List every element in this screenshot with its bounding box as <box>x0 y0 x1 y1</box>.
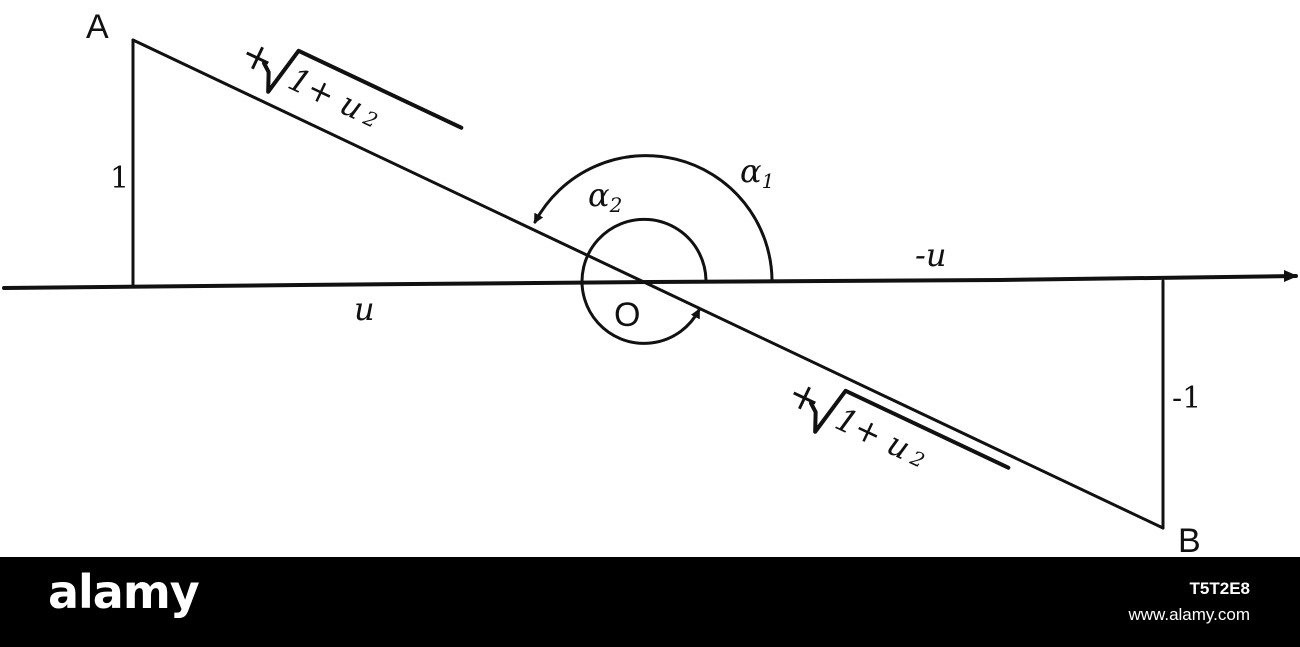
lower-hypotenuse-expression: + 1+ u2 <box>781 370 1011 473</box>
image-id-text: T5T2E8 <box>1189 579 1250 598</box>
upper-radical-sign <box>261 48 464 130</box>
alpha1-label: α1 <box>740 152 774 193</box>
lower-plus-sign: + <box>781 370 829 423</box>
upper-hypotenuse-expression: + 1+ u2 <box>234 30 464 136</box>
point-o-label: O <box>614 296 640 334</box>
alpha2-label: α2 <box>588 176 622 217</box>
point-a-label: A <box>86 8 109 46</box>
right-base-label: -u <box>915 236 946 274</box>
right-leg-label: -1 <box>1172 381 1201 416</box>
point-b-label: B <box>1178 522 1201 557</box>
upper-plus-sign: + <box>234 30 282 83</box>
angle-arc-alpha1 <box>533 154 774 282</box>
lower-radical-sign <box>808 388 1011 470</box>
geometry-diagram: A B O 1 -1 u -u α1 α2 + 1+ u2 + 1+ u2 <box>2 8 1298 557</box>
angle-arc-alpha2 <box>580 217 708 345</box>
left-base-label: u <box>354 290 375 328</box>
upper-radicand: 1+ u2 <box>283 60 387 136</box>
alamy-logo: alamy <box>48 565 200 619</box>
hypotenuse-line <box>131 38 1165 530</box>
horizontal-axis <box>2 274 1298 290</box>
left-leg-label: 1 <box>110 161 129 196</box>
axis-end-arrow <box>1284 270 1298 282</box>
site-url-text: www.alamy.com <box>1128 605 1250 624</box>
watermark-bar: alamy T5T2E8 www.alamy.com <box>0 557 1300 647</box>
